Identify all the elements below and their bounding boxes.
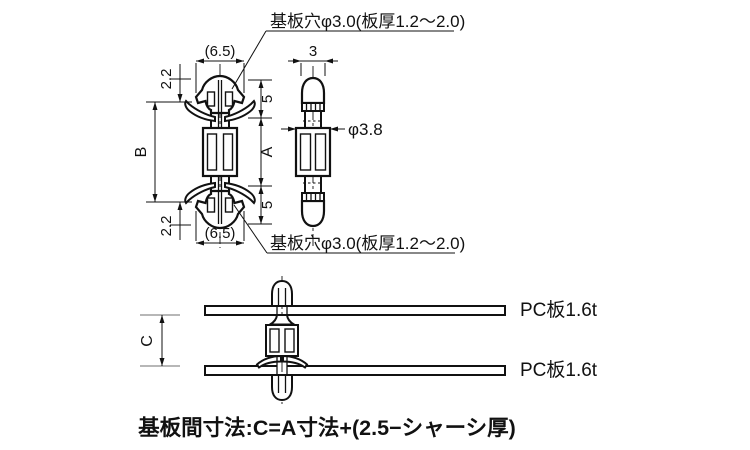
dim-head-bottom-label: 5 [259, 201, 276, 209]
front-snap-head-top [184, 74, 256, 128]
assembly-view: C PC板1.6t PC板1.6t [139, 276, 598, 404]
dim-tip-top-label: 2.2 [158, 69, 175, 90]
assembly-bottom-wing-right [282, 354, 309, 369]
dim-body-label: A [259, 146, 276, 157]
dim-head-top-label: 5 [259, 95, 276, 103]
assembly-top-wings [266, 314, 298, 326]
pc-board-top [204, 305, 506, 316]
board-label-top: PC板1.6t [520, 299, 598, 321]
dim-span-label: B [133, 147, 150, 158]
front-body-cutout-right [222, 133, 234, 171]
hole-callout-bottom: 基板穴φ3.0(板厚1.2～2.0) [270, 234, 465, 253]
board-label-bottom: PC板1.6t [520, 359, 598, 381]
side-body-cutout-right [314, 133, 327, 171]
side-snap-end-bottom [300, 174, 326, 228]
assembly-body-cutout-right [284, 328, 295, 353]
side-body-cutout-left [299, 133, 312, 171]
hole-callouts: 基板穴φ3.0(板厚1.2～2.0) 基板穴φ3.0(板厚1.2～2.0) [231, 12, 465, 254]
assembly-top-bulb [271, 279, 293, 307]
assembly-bottom-bulb [271, 374, 293, 402]
dim-diameter-label: φ3.8 [348, 120, 383, 139]
dim-top-width-label: (6.5) [205, 43, 236, 60]
dim-board-gap-label: C [139, 335, 156, 347]
side-view: 3 φ3.8 [281, 43, 383, 248]
side-snap-end-top [300, 76, 326, 128]
front-view: (6.5) (6.5) 2.2 B 2.2 5 [133, 43, 276, 248]
assembly-body-cutout-left [269, 328, 280, 353]
dim-tip-bottom-label: 2.2 [158, 216, 175, 237]
front-wing-left [184, 99, 216, 123]
front-body-cutout-left [206, 133, 218, 171]
front-wing-right [224, 99, 256, 123]
dim-side-width-label: 3 [309, 43, 317, 60]
formula-caption: 基板間寸法:C=A寸法+(2.5−シャーシ厚) [138, 416, 516, 440]
assembly-bottom-wing-left [255, 354, 282, 369]
dim-bottom-width-label: (6.5) [205, 225, 236, 242]
hole-callout-top: 基板穴φ3.0(板厚1.2～2.0) [270, 12, 465, 31]
pc-board-bottom [204, 365, 506, 376]
